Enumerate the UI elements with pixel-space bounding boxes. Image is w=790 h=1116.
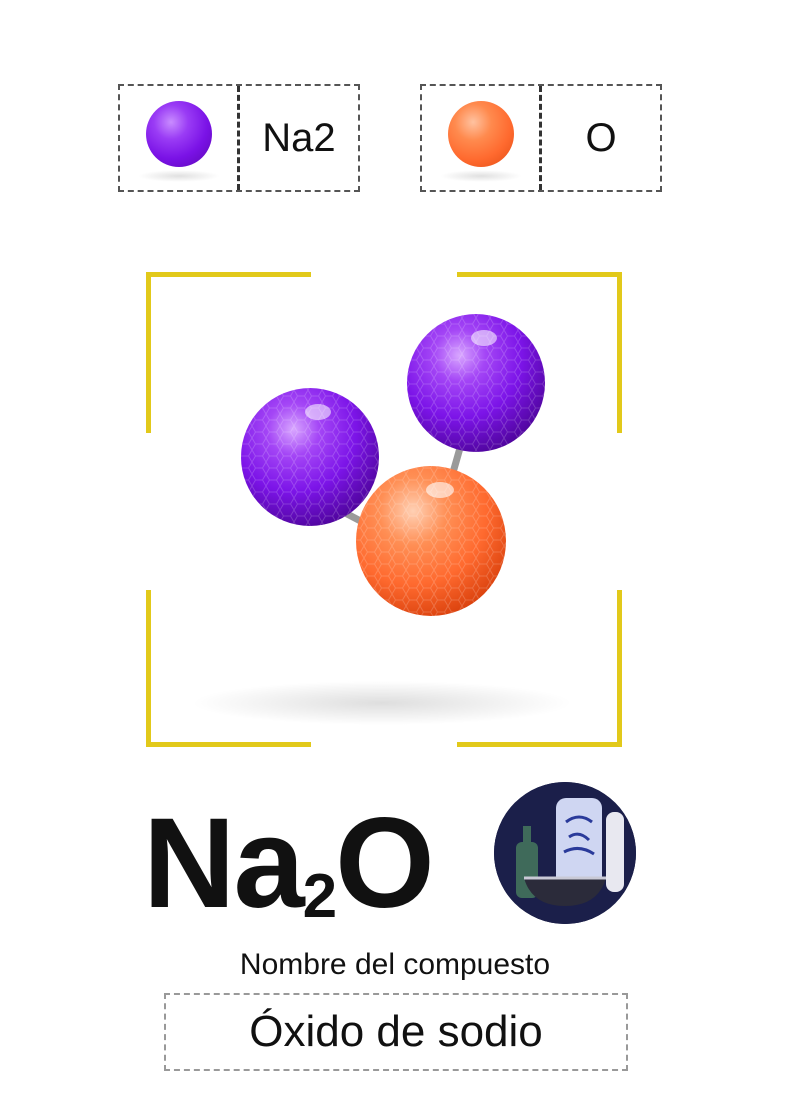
sodium-atom-right-highlight xyxy=(471,330,497,346)
compound-name-box: Óxido de sodio xyxy=(164,993,628,1071)
legend-shadow xyxy=(138,170,220,182)
legend-oxygen-swatch xyxy=(422,86,542,190)
bracket-top-left xyxy=(146,272,311,433)
ceramics-illustration xyxy=(494,782,636,924)
bracket-top-right xyxy=(457,272,622,433)
compound-name-caption: Nombre del compuesto xyxy=(239,948,551,981)
formula-subscript: 2 xyxy=(302,862,338,931)
vase-pattern xyxy=(563,815,595,856)
formula-tail: O xyxy=(335,792,435,935)
bracket-bottom-right xyxy=(457,590,622,747)
molecule-shadow xyxy=(192,681,572,725)
sodium-atom-left-texture xyxy=(241,388,379,526)
sodium-atom-icon xyxy=(146,101,212,167)
formula-base: Na xyxy=(143,792,305,935)
compound-name: Óxido de sodio xyxy=(249,1007,543,1056)
bowl xyxy=(524,878,606,906)
legend-oxygen: O xyxy=(420,84,662,192)
oxygen-atom-highlight xyxy=(426,482,454,498)
legend-oxygen-label: O xyxy=(585,115,617,160)
sodium-atom-left-highlight xyxy=(305,404,331,420)
legend-sodium-label: Na2 xyxy=(262,115,336,160)
vase-right xyxy=(606,812,624,892)
legend-shadow xyxy=(440,170,522,182)
oxygen-atom-texture xyxy=(356,466,506,616)
legend-sodium: Na2 xyxy=(118,84,360,192)
sodium-atom-right-texture xyxy=(407,314,545,452)
oxygen-atom-icon xyxy=(448,101,514,167)
chemical-formula: Na2O xyxy=(143,800,435,931)
legend-sodium-swatch xyxy=(120,86,240,190)
molecule-diagram xyxy=(192,314,572,725)
bracket-bottom-left xyxy=(146,590,311,747)
bottle-neck xyxy=(523,826,531,846)
ceramics-photo xyxy=(494,782,636,924)
